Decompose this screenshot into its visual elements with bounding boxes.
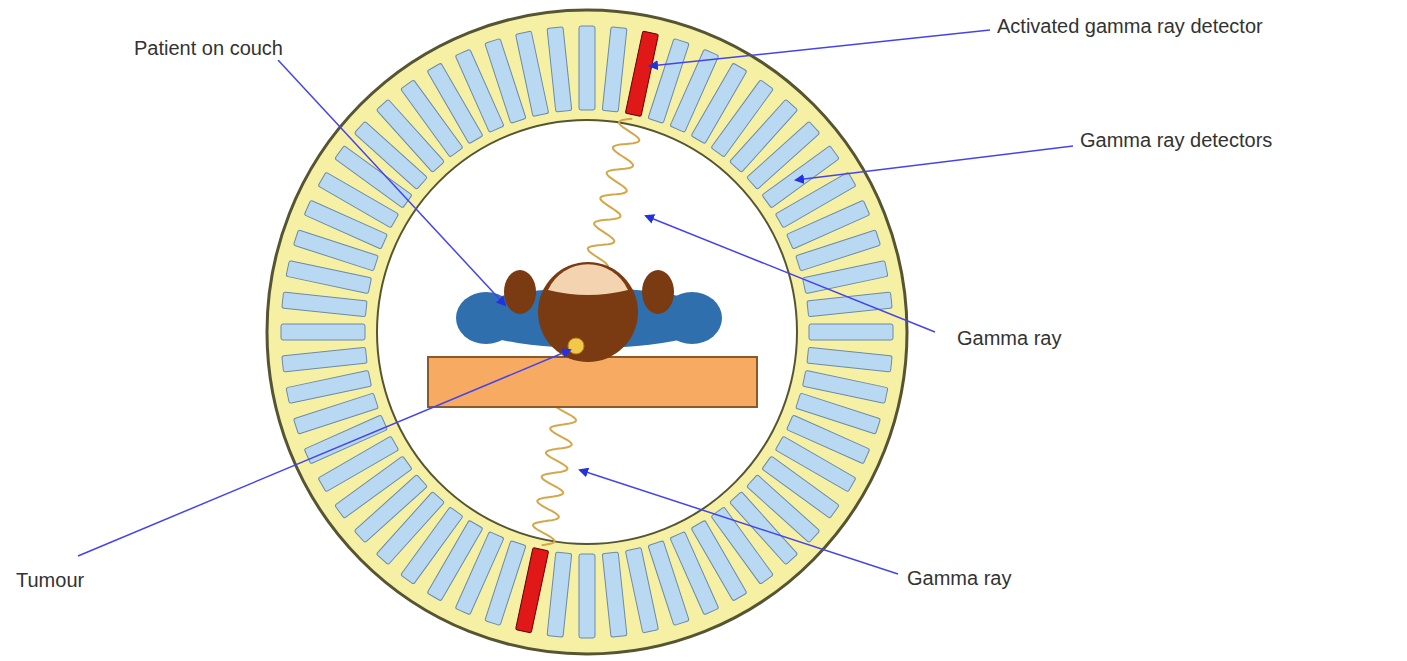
tumour bbox=[568, 338, 584, 354]
detector bbox=[579, 26, 595, 110]
callout-label: Gamma ray bbox=[955, 326, 1063, 350]
callout-label: Gamma ray detectors bbox=[1078, 128, 1274, 152]
callout-label: Gamma ray bbox=[905, 566, 1013, 590]
detector-array bbox=[281, 26, 893, 638]
detector bbox=[602, 552, 627, 637]
detector bbox=[625, 547, 658, 632]
patient-head bbox=[538, 262, 638, 362]
detector bbox=[286, 370, 371, 403]
detector bbox=[282, 347, 367, 372]
patient-face bbox=[548, 264, 628, 295]
callout-label: Activated gamma ray detector bbox=[995, 14, 1265, 38]
scanner-ring bbox=[267, 10, 907, 654]
detector bbox=[802, 261, 887, 294]
callout-label: Patient on couch bbox=[132, 36, 285, 60]
detector bbox=[602, 27, 627, 112]
detector bbox=[281, 324, 365, 340]
patient-hand bbox=[504, 270, 536, 314]
detector bbox=[807, 292, 892, 317]
leader-lines bbox=[78, 30, 1073, 574]
detector bbox=[807, 347, 892, 372]
callout-label: Tumour bbox=[14, 568, 86, 592]
detector bbox=[809, 324, 893, 340]
couch bbox=[428, 357, 757, 407]
detector bbox=[547, 27, 572, 112]
scanner-bore bbox=[377, 120, 797, 544]
detector bbox=[547, 552, 572, 637]
detector bbox=[516, 31, 549, 116]
detector bbox=[282, 292, 367, 317]
patient-hand bbox=[642, 270, 674, 314]
detector bbox=[579, 554, 595, 638]
